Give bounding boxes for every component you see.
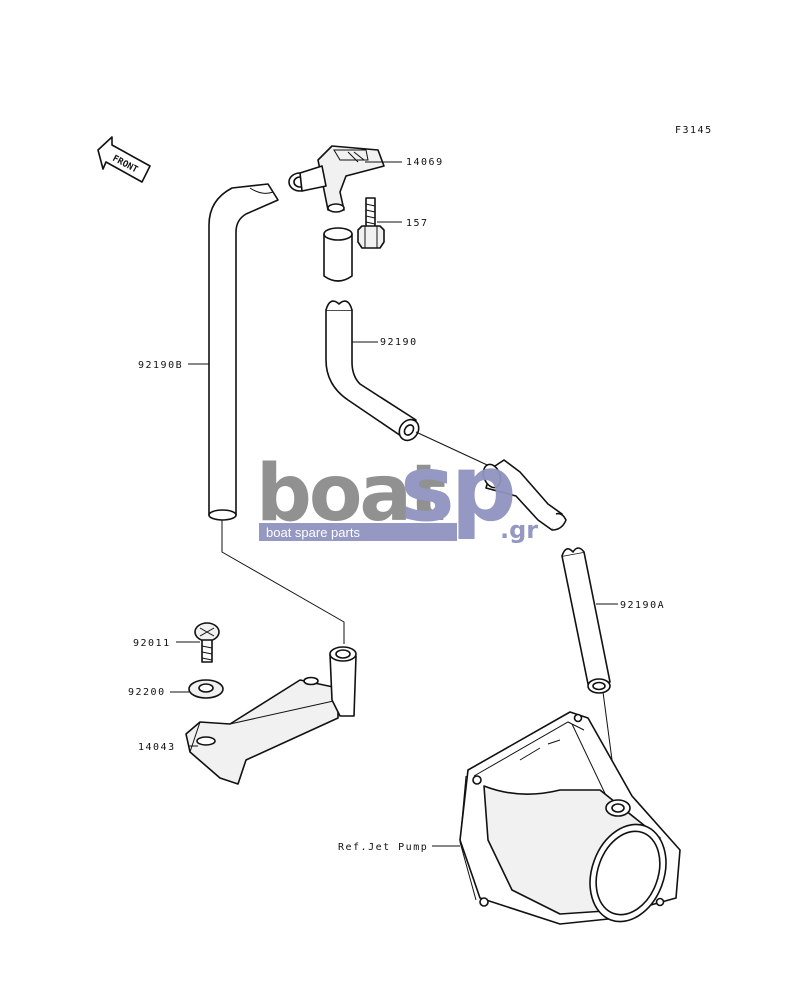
hose-middle (482, 459, 567, 531)
label-92190: 92190 (380, 337, 418, 348)
watermark-suffix: .gr (500, 516, 538, 544)
watermark-tagline-bar (259, 523, 457, 541)
screw-92011 (194, 622, 220, 663)
watermark-logo: boat sp .gr boat spare parts (256, 435, 538, 544)
label-92190b: 92190B (138, 360, 183, 371)
label-14069: 14069 (406, 157, 444, 168)
jet-pump-housing (459, 711, 681, 925)
label-92190a: 92190A (620, 600, 665, 611)
label-157: 157 (406, 218, 429, 229)
label-92011: 92011 (133, 638, 171, 649)
hose-92190 (325, 300, 420, 442)
bracket-14043 (185, 646, 357, 785)
callout-leaders (170, 161, 618, 847)
front-arrow-icon: FRONT (97, 136, 151, 183)
washer-92200 (188, 679, 224, 699)
label-14043: 14043 (138, 742, 176, 753)
hose-92190b (208, 183, 279, 521)
figure-code: F3145 (675, 125, 713, 136)
short-pipe (323, 227, 353, 282)
hose-92190a (561, 547, 617, 791)
watermark-tagline: boat spare parts (266, 525, 360, 540)
label-92200: 92200 (128, 687, 166, 698)
label-ref-jet-pump: Ref.Jet Pump (338, 842, 428, 853)
bolt-157 (357, 197, 385, 249)
connector-line-upper (415, 431, 499, 471)
connector-line-lower (221, 520, 345, 644)
